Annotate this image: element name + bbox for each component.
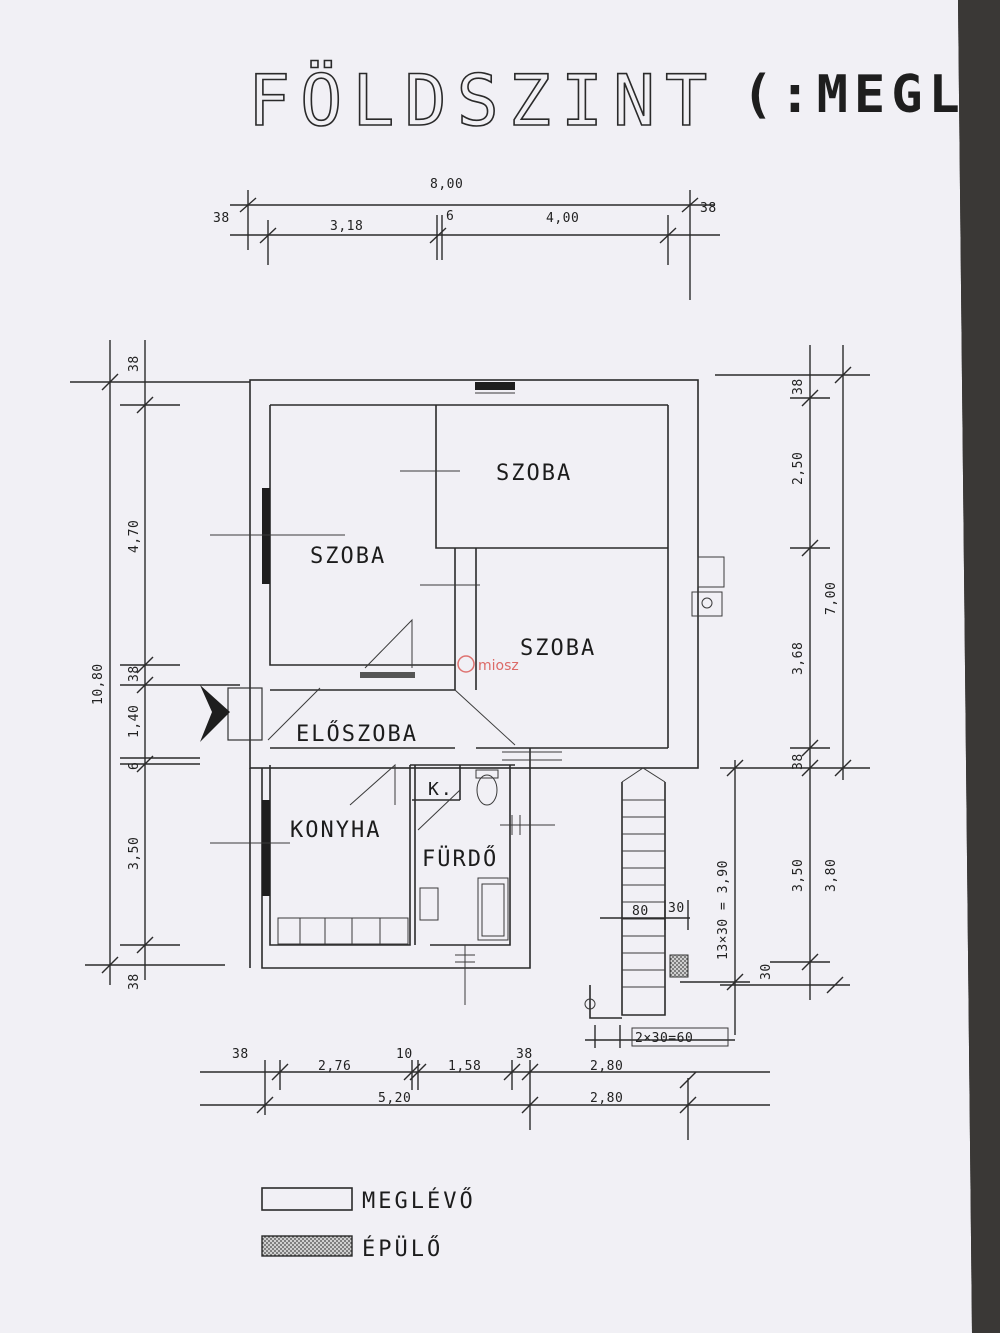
legend-swatch-new: [261, 1235, 353, 1257]
dim-bottom-ext-lower: 2,80: [590, 1091, 623, 1106]
dim-bottom-main: 5,20: [378, 1091, 411, 1106]
room-label-wc: K.: [428, 779, 454, 800]
dim-stair-formula: 13×30 = 3,90: [716, 860, 731, 960]
dim-right-top-wall: 38: [791, 378, 806, 395]
dim-right-lower-wall: 38: [791, 753, 806, 770]
dim-bottom-kitchen: 2,76: [318, 1059, 351, 1074]
dim-right-lower-inner: 3,50: [791, 859, 806, 892]
dim-top-inner-wall: 6: [446, 209, 454, 224]
room-label-szoba-mid-right: SZOBA: [520, 636, 596, 661]
room-label-konyha: KONYHA: [290, 818, 381, 843]
dim-left-rooms-top: 4,70: [127, 520, 142, 553]
legend-existing-label: MEGLÉVŐ: [362, 1188, 476, 1214]
dim-right-room-top: 2,50: [791, 452, 806, 485]
left-dimension-lines: [70, 340, 250, 985]
dim-bottom-inner-wall: 10: [396, 1047, 413, 1062]
dim-right-total-upper: 7,00: [824, 582, 839, 615]
dim-top-right-wall: 38: [700, 201, 717, 216]
room-label-furdo: FÜRDŐ: [422, 846, 498, 872]
dim-top-left-wall: 38: [213, 211, 230, 226]
dim-left-bottom-wall: 38: [127, 973, 142, 990]
paper-sheet: [0, 0, 972, 1333]
dim-left-hall: 1,40: [127, 705, 142, 738]
legend-new-label: ÉPÜLŐ: [362, 1236, 443, 1262]
dim-right-room-bottom: 3,68: [791, 642, 806, 675]
dim-left-mid-wall: 38: [127, 665, 142, 682]
legend-swatch-existing: [261, 1187, 353, 1211]
dim-bottom-right-wall: 38: [516, 1047, 533, 1062]
right-dimension-lines: [680, 345, 870, 1035]
dim-left-kitchen: 3,50: [127, 837, 142, 870]
dim-right-step: 30: [759, 963, 774, 980]
plan-title-suffix: (:MEGL: [742, 65, 966, 125]
dim-left-inner-wall: 6: [127, 762, 142, 770]
dim-right-lower-total: 3,80: [824, 859, 839, 892]
plan-title: FÖLDSZINT: [248, 60, 717, 142]
room-label-szoba-left: SZOBA: [310, 544, 386, 569]
dim-bottom-bath: 1,58: [448, 1059, 481, 1074]
watermark-logo: miosz: [457, 655, 519, 674]
dim-stair-wall: 30: [668, 901, 685, 916]
bottom-dimension-lines: [200, 1060, 770, 1140]
dim-bottom-left-wall: 38: [232, 1047, 249, 1062]
dim-top-room-right: 4,00: [546, 211, 579, 226]
dim-bottom-ext-upper: 2,80: [590, 1059, 623, 1074]
staircase: [584, 767, 735, 1048]
top-dimension-lines: [230, 190, 720, 300]
dim-stair-width: 80: [632, 904, 649, 919]
building-walls: [200, 379, 725, 1005]
dim-left-total: 10,80: [91, 663, 106, 705]
room-label-szoba-top-right: SZOBA: [496, 461, 572, 486]
dim-stair-bottom: 2×30=60: [635, 1031, 693, 1046]
watermark-text: miosz: [478, 658, 519, 674]
dim-left-top-wall: 38: [127, 355, 142, 372]
dim-top-room-left: 3,18: [330, 219, 363, 234]
room-label-eloszoba: ELŐSZOBA: [296, 721, 418, 747]
dim-top-total: 8,00: [430, 177, 463, 192]
